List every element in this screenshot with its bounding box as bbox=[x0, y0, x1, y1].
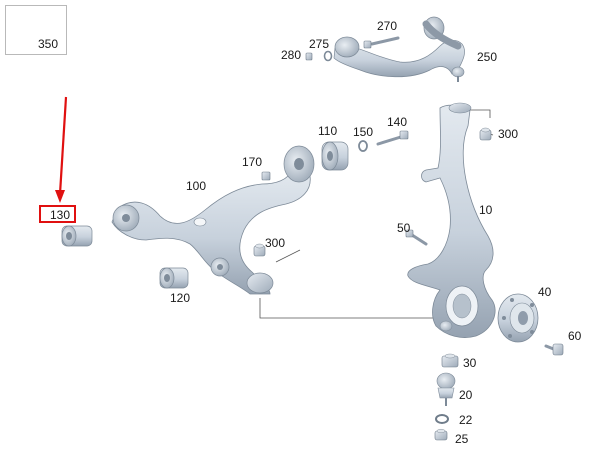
label-300-upper: 300 bbox=[498, 127, 519, 141]
label-170: 170 bbox=[242, 155, 263, 169]
label-350: 350 bbox=[38, 37, 59, 51]
bolt-270-icon bbox=[363, 36, 400, 49]
label-100: 100 bbox=[186, 179, 207, 193]
label-110: 110 bbox=[318, 124, 338, 138]
label-25: 25 bbox=[455, 432, 469, 446]
washer-275-icon bbox=[323, 50, 333, 62]
bolt-350-inset bbox=[5, 5, 67, 55]
label-140: 140 bbox=[387, 115, 408, 129]
nut-300-lower-icon bbox=[253, 243, 266, 257]
nut-170-icon bbox=[261, 171, 271, 181]
label-120: 120 bbox=[170, 291, 191, 305]
label-275: 275 bbox=[309, 37, 330, 51]
label-270: 270 bbox=[377, 19, 398, 33]
nut-30-icon bbox=[441, 353, 459, 368]
label-50: 50 bbox=[397, 221, 411, 235]
nut-25-icon bbox=[434, 429, 448, 441]
label-150: 150 bbox=[353, 125, 374, 139]
upper-control-arm-icon bbox=[333, 16, 465, 82]
label-30: 30 bbox=[463, 356, 477, 370]
washer-150-icon bbox=[358, 140, 368, 152]
nut-280-icon bbox=[305, 52, 313, 61]
label-10: 10 bbox=[479, 203, 493, 217]
snap-ring-22-icon bbox=[435, 414, 449, 424]
label-250: 250 bbox=[477, 50, 498, 64]
label-60: 60 bbox=[568, 329, 582, 343]
highlight-arrow-icon bbox=[55, 96, 68, 203]
bushing-130-icon bbox=[61, 225, 93, 247]
label-20: 20 bbox=[459, 388, 473, 402]
label-280: 280 bbox=[281, 48, 302, 62]
bolt-60-icon bbox=[544, 343, 564, 356]
bushing-120-icon bbox=[159, 267, 189, 289]
bolt-140-icon bbox=[376, 130, 409, 146]
bushing-110-icon bbox=[321, 141, 349, 171]
label-130: 130 bbox=[50, 208, 71, 222]
label-22: 22 bbox=[459, 413, 473, 427]
lower-control-arm-icon bbox=[111, 145, 315, 295]
highlight-box-130 bbox=[39, 205, 76, 223]
ball-joint-20-icon bbox=[436, 372, 456, 406]
wheel-hub-icon bbox=[497, 293, 539, 343]
steering-knuckle-icon bbox=[407, 102, 496, 338]
bolt-50-icon bbox=[405, 229, 428, 246]
label-40: 40 bbox=[538, 285, 552, 299]
nut-300-upper-icon bbox=[479, 127, 492, 141]
label-300-lower: 300 bbox=[265, 236, 286, 250]
